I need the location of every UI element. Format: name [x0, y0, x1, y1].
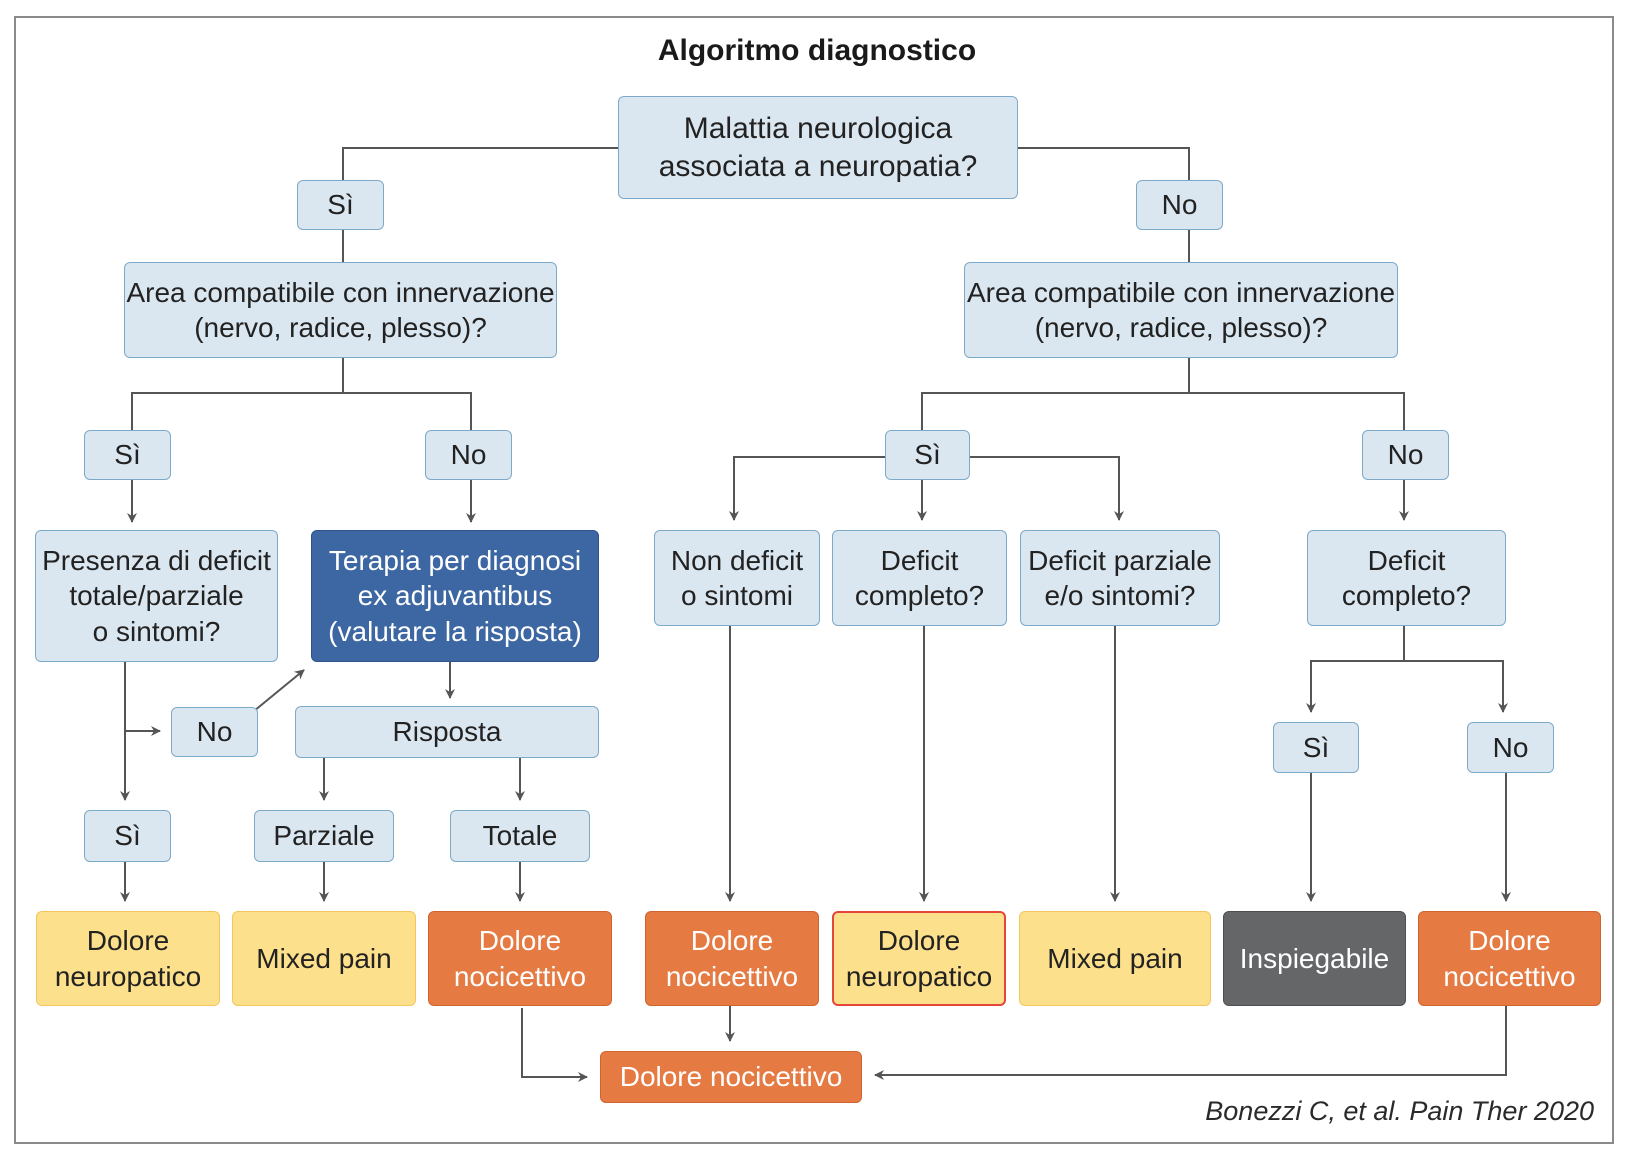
answer-yes-deficit: Sì [1273, 722, 1359, 773]
area-question-right: Area compatibile con innervazione (nervo… [964, 262, 1398, 358]
edge-deficitright-no [1404, 660, 1508, 713]
area-question-left: Area compatibile con innervazione (nervo… [124, 262, 557, 358]
figure-frame [14, 16, 1614, 1144]
edge-yes3-left [729, 456, 885, 521]
outcome-nociceptive-1: Dolore nocicettivo [428, 911, 612, 1006]
parziale-box: Parziale [254, 810, 394, 862]
edge-deficitright-split [1306, 626, 1405, 713]
edge-noci3-final [874, 1006, 1507, 1080]
edge-root-yes [342, 147, 618, 180]
answer-yes-root: Sì [297, 180, 384, 230]
answer-yes-left-bottom: Sì [84, 810, 171, 862]
outcome-mixed-2: Mixed pain [1019, 911, 1211, 1006]
deficit-complete-question-right: Deficit completo? [1307, 530, 1506, 626]
answer-no-small: No [171, 707, 258, 757]
outcome-neuropathic-2: Dolore neuropatico [832, 911, 1006, 1006]
edge-noci1-final [521, 1008, 588, 1082]
answer-no-left: No [425, 430, 512, 480]
edge-area-left-split [131, 358, 344, 430]
edge-nosmall-therapy [253, 669, 305, 712]
non-deficit-box: Non deficit o sintomi [654, 530, 820, 626]
outcome-mixed-1: Mixed pain [232, 911, 416, 1006]
edge-yes3-right [970, 456, 1124, 521]
totale-box: Totale [450, 810, 590, 862]
answer-no-deficit: No [1467, 722, 1554, 773]
edge-area-right-split [921, 358, 1190, 430]
answer-yes-right: Sì [885, 430, 970, 480]
final-nociceptive: Dolore nocicettivo [600, 1051, 862, 1103]
answer-no-right: No [1362, 430, 1449, 480]
risposta-box: Risposta [295, 706, 599, 758]
outcome-nociceptive-3: Dolore nocicettivo [1418, 911, 1601, 1006]
answer-yes-left: Sì [84, 430, 171, 480]
outcome-nociceptive-2: Dolore nocicettivo [645, 911, 819, 1006]
deficit-partial-question: Deficit parziale e/o sintomi? [1020, 530, 1220, 626]
deficit-presence-question: Presenza di deficit totale/parziale o si… [35, 530, 278, 662]
answer-no-root: No [1136, 180, 1223, 230]
source-credit: Bonezzi C, et al. Pain Ther 2020 [1205, 1096, 1594, 1126]
outcome-unexplained: Inspiegabile [1223, 911, 1406, 1006]
edge-root-no [1018, 147, 1190, 180]
root-question: Malattia neurologica associata a neuropa… [618, 96, 1018, 199]
deficit-complete-question-mid: Deficit completo? [832, 530, 1007, 626]
edge-area-left-no [343, 392, 472, 430]
diagram-title: Algoritmo diagnostico [657, 34, 977, 67]
outcome-neuropathic-1: Dolore neuropatico [36, 911, 220, 1006]
edge-area-right-no [1189, 392, 1405, 430]
therapy-box: Terapia per diagnosi ex adjuvantibus (va… [311, 530, 599, 662]
